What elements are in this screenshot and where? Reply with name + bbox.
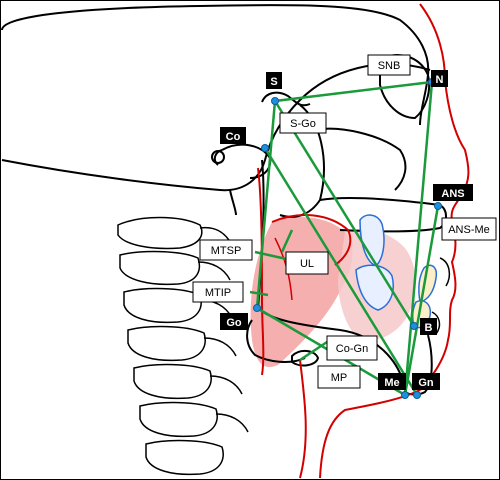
line-s-b (273, 100, 416, 327)
label-mtsp: MTSP (199, 239, 253, 261)
landmark-dot-go (253, 304, 261, 312)
lower-lip-line (431, 311, 441, 335)
landmark-dots (253, 78, 442, 399)
label-n-text: N (436, 74, 444, 86)
landmark-dot-b (410, 322, 418, 330)
line-ans-me (403, 205, 440, 396)
label-s-text: S (270, 76, 277, 88)
label-mp-text: MP (331, 372, 348, 384)
landmark-dot-s (271, 97, 279, 105)
line-ul (280, 229, 294, 253)
label-mtip: MTIP (192, 281, 244, 303)
label-co: Co (220, 127, 246, 144)
ear-canal (211, 150, 225, 164)
label-s: S (266, 72, 282, 89)
landmark-dot-ans (434, 202, 442, 210)
label-ans: ANS (433, 184, 473, 201)
skull-outline (1, 4, 430, 126)
label-ans-text: ANS (441, 188, 464, 200)
label-b: B (420, 318, 437, 335)
label-mtip-text: MTIP (205, 287, 231, 299)
label-ans-me: ANS-Me (441, 217, 497, 241)
label-ul: UL (285, 251, 329, 275)
neck-skin-line (319, 389, 421, 479)
upper-molar-icon (359, 214, 385, 267)
label-n: N (431, 70, 448, 87)
hyoid-outline (291, 350, 320, 367)
label-gn: Gn (412, 373, 440, 390)
label-me: Me (378, 373, 406, 390)
throat-line (299, 359, 307, 479)
label-go-text: Go (226, 317, 242, 329)
label-go: Go (220, 313, 248, 330)
landmark-dot-me (401, 391, 409, 399)
maxilla-outline (319, 196, 447, 233)
label-ul-text: UL (300, 258, 314, 270)
line-s-n (274, 80, 433, 103)
label-s-go-text: S-Go (290, 118, 316, 130)
label-snb-text: SNB (378, 60, 401, 72)
line-s-go (255, 100, 277, 309)
sella-outline (261, 91, 311, 107)
line-mp (299, 338, 331, 362)
label-ans-me-text: ANS-Me (448, 224, 490, 236)
label-b-text: B (425, 322, 433, 334)
label-co-text: Co (226, 131, 241, 143)
label-co-gn: Co-Gn (326, 335, 378, 361)
label-co-gn-text: Co-Gn (336, 343, 368, 355)
line-mtip (249, 290, 269, 297)
line-n-me (403, 81, 434, 396)
label-mtsp-text: MTSP (211, 245, 242, 257)
label-me-text: Me (384, 377, 399, 389)
label-s-go: S-Go (279, 112, 327, 134)
ear-outline (213, 149, 237, 216)
soft-palate-line (271, 214, 352, 266)
landmark-dot-gn (413, 391, 421, 399)
label-snb: SNB (367, 54, 411, 76)
landmark-dot-co (261, 144, 269, 152)
cranial-base-outline (1, 63, 431, 192)
label-mp: MP (317, 365, 361, 389)
zygoma-outline (314, 127, 407, 191)
label-gn-text: Gn (418, 377, 434, 389)
upper-lip-line (439, 257, 451, 287)
line-co-gn (263, 147, 419, 396)
cervical-vertebrae (117, 216, 249, 476)
measurement-lines (249, 80, 440, 397)
